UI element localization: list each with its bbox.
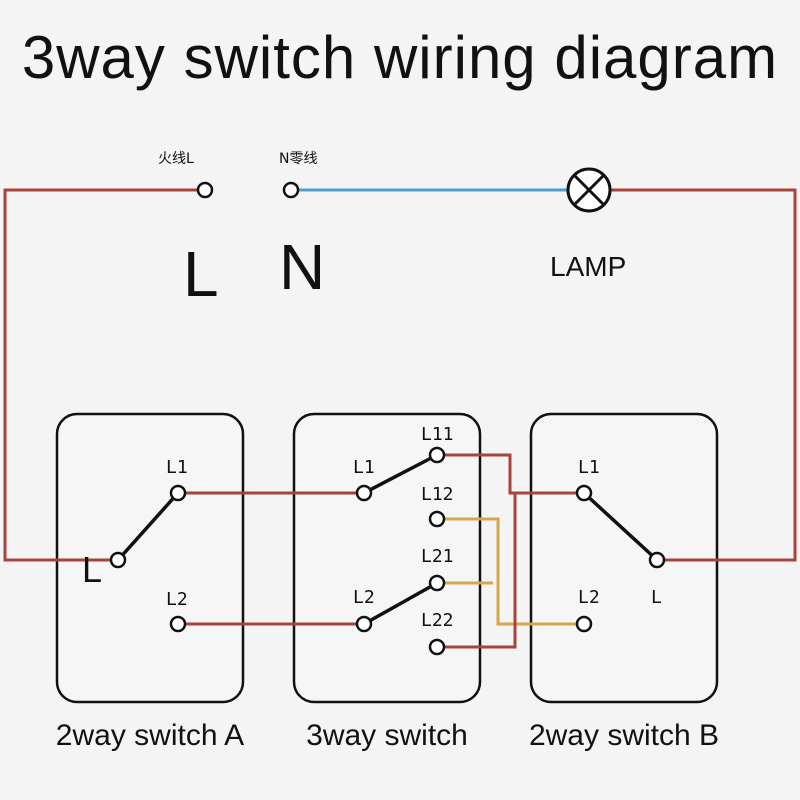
live-loop-wire [3,188,198,562]
three-way-l22-terminal [428,638,446,656]
three-way-switch-box [292,412,482,704]
switch-a-l1-label: L1 [166,457,188,478]
lamp-icon [566,167,612,213]
switch-b-common-label: L [651,587,662,608]
switch-a-l2-terminal [169,615,187,633]
live-small-label: 火线L [158,151,194,167]
switch-b-lever [582,491,659,562]
switch-b-l2-terminal [575,615,593,633]
lamp-label: LAMP [550,251,626,282]
three-way-l21-terminal [428,574,446,592]
diagram-title: 3way switch wiring diagram [21,24,779,91]
switch-a-l1-terminal [169,484,187,502]
three-way-l2-label: L2 [353,587,375,608]
three-way-l12-label: L12 [421,484,454,505]
switch-a-lever [116,491,180,562]
l12-traveler-wire [437,517,584,626]
switch-a-box [55,412,245,704]
three-way-l11-terminal [428,446,446,464]
three-way-lower-lever [363,581,438,626]
three-way-l11-label: L11 [421,424,454,445]
lamp-return-wire [610,188,797,562]
live-terminal [196,181,214,199]
switch-b-l2-label: L2 [578,587,600,608]
three-way-upper-lever [363,453,438,495]
switch-a-common-label: L [82,549,102,590]
neutral-big-label: N [279,231,325,303]
live-big-label: L [183,238,219,310]
switch-b-caption: 2way switch B [529,719,719,752]
three-way-l21-label: L21 [421,546,454,567]
switch-a-l2-label: L2 [166,589,188,610]
switch-b-l1-label: L1 [578,457,600,478]
switch-b-box [529,412,719,704]
neutral-small-label: N零线 [279,151,317,167]
switch-b-common-terminal [648,551,666,569]
three-way-l22-label: L22 [421,610,454,631]
switch-a-caption: 2way switch A [56,719,244,752]
three-way-l1-label: L1 [353,457,375,478]
switch-b-l1-terminal [575,484,593,502]
switch-a-common-terminal [109,551,127,569]
neutral-terminal [282,181,300,199]
l22-traveler-wire [437,493,517,649]
three-way-l2-terminal [355,615,373,633]
three-way-l1-terminal [355,484,373,502]
l11-traveler-wire [437,453,584,495]
three-way-caption: 3way switch [306,719,468,752]
three-way-l12-terminal [428,510,446,528]
